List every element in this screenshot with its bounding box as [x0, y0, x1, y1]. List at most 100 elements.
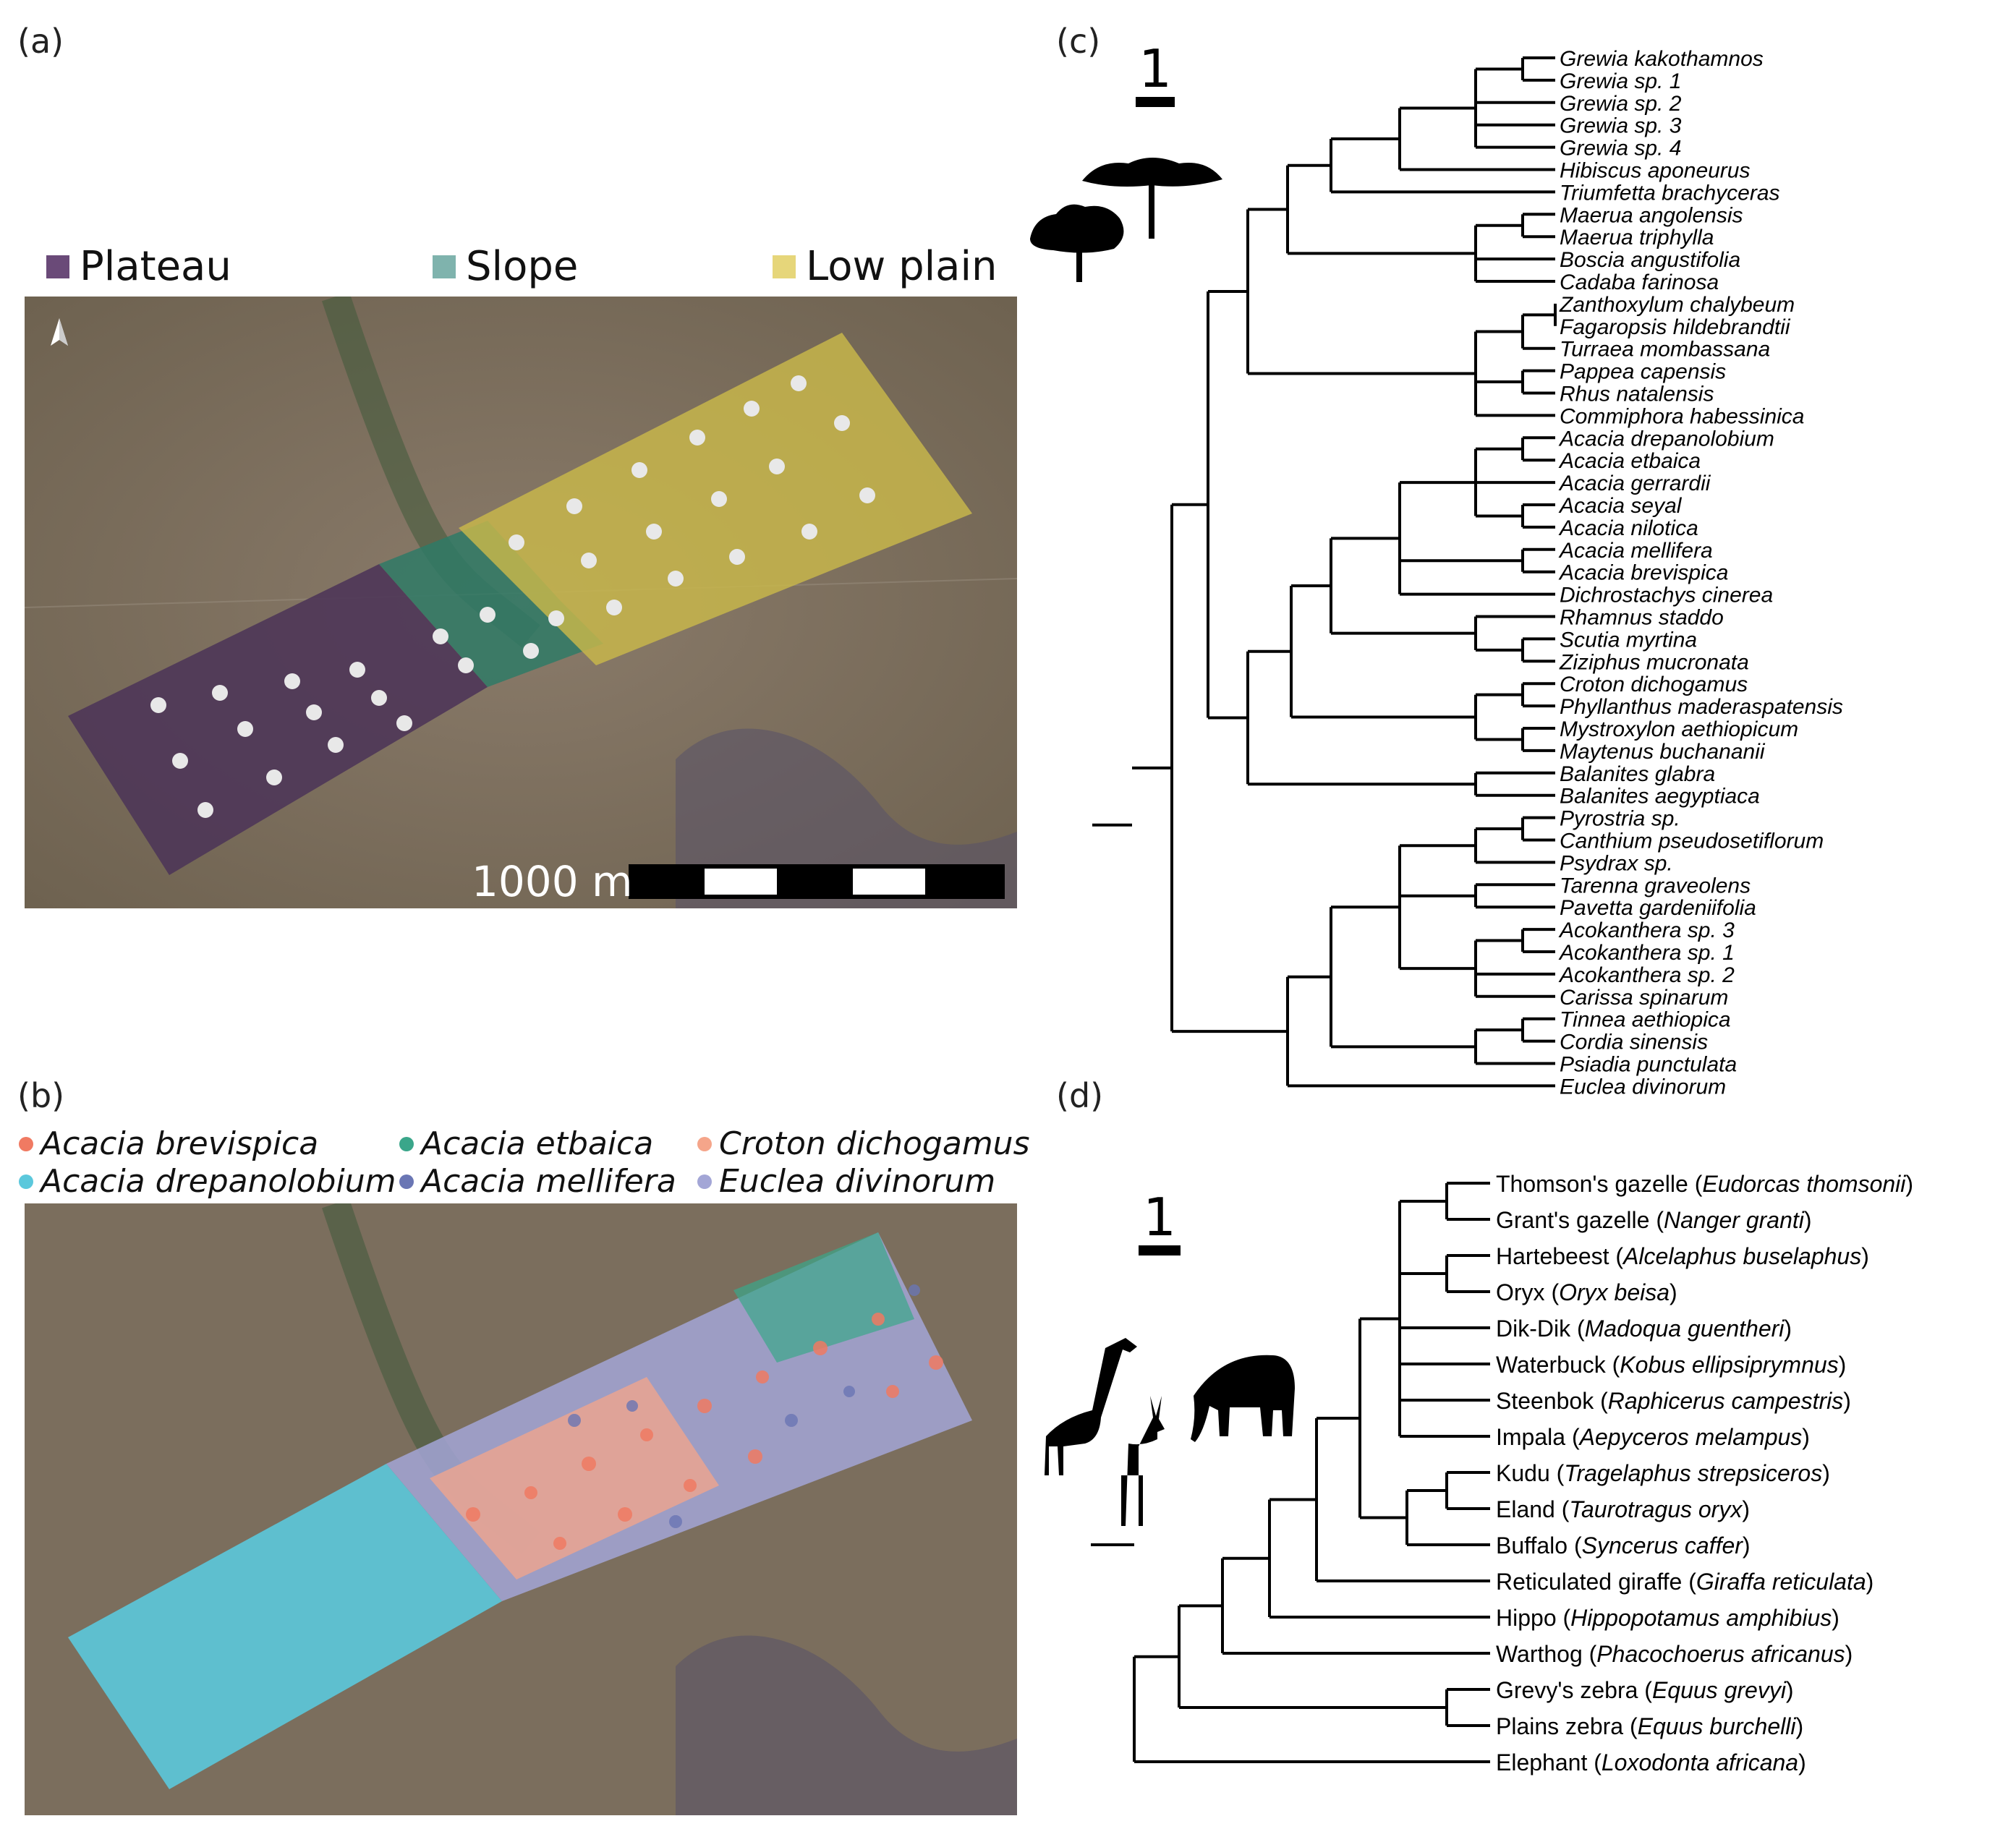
legend-swatch-plateau [46, 255, 69, 278]
tip-label: Elephant (Loxodonta africana) [1496, 1749, 1806, 1775]
tip-label: Tinnea aethiopica [1560, 1008, 1731, 1032]
legend-label-plateau: Plateau [80, 243, 231, 290]
tip-label: Acokanthera sp. 3 [1558, 918, 1735, 942]
tip-label: Acacia drepanolobium [1558, 427, 1774, 451]
impala-silhouette-icon [1121, 1396, 1165, 1526]
mellifera-speckle [568, 1284, 920, 1528]
tip-label: Grewia sp. 3 [1560, 114, 1682, 138]
croton-zone [430, 1377, 719, 1579]
legend-swatch-low-plain [773, 255, 796, 278]
legend-dot [399, 1174, 414, 1189]
scale-bar-label: 1000 m [472, 857, 633, 906]
tip-label: Acacia mellifera [1558, 539, 1713, 563]
tip-label: Reticulated giraffe (Giraffa reticulata) [1496, 1569, 1873, 1595]
tip-label: Warthog (Phacochoerus africanus) [1496, 1641, 1853, 1667]
panel-label-a: (a) [17, 22, 64, 61]
tree-d-branches [1091, 1182, 1490, 1763]
tip-label: Oryx (Oryx beisa) [1496, 1279, 1677, 1305]
tip-label: Fagaropsis hildebrandtii [1560, 315, 1791, 339]
escarpment [676, 728, 1017, 908]
tip-label: Triumfetta brachyceras [1560, 181, 1780, 205]
tip-label: Kudu (Tragelaphus strepsiceros) [1496, 1460, 1830, 1486]
tip-label: Tarenna graveolens [1560, 874, 1751, 898]
scale-bar [629, 864, 1005, 899]
legend-acacia-etbaica: Acacia etbaica [399, 1125, 653, 1162]
tip-label: Canthium pseudosetiflorum [1560, 830, 1824, 853]
tip-label: Grant's gazelle (Nanger granti) [1496, 1207, 1812, 1233]
tip-label: Maytenus buchananii [1560, 740, 1766, 764]
map-a-svg [25, 297, 1017, 908]
tip-label: Rhus natalensis [1560, 383, 1714, 406]
tip-label: Impala (Aepyceros melampus) [1496, 1424, 1810, 1450]
satellite-map-b [25, 1203, 1017, 1815]
tip-label: Pyrostria sp. [1560, 807, 1680, 831]
escarpment [676, 1635, 1017, 1815]
tip-label: Balanites aegyptiaca [1560, 785, 1760, 809]
tip-label: Plains zebra (Equus burchelli) [1496, 1713, 1803, 1739]
map-b-svg [25, 1203, 1017, 1815]
tip-label: Euclea divinorum [1560, 1075, 1726, 1099]
tip-label: Pappea capensis [1560, 360, 1726, 384]
tip-label: Commiphora habessinica [1560, 404, 1805, 428]
panel-label-b: (b) [17, 1076, 65, 1115]
bush-tree-silhouette-icon [1030, 204, 1124, 282]
tip-label: Hibiscus aponeurus [1560, 159, 1750, 183]
tip-label: Grewia sp. 4 [1560, 137, 1681, 161]
legend-acacia-drepanolobium: Acacia drepanolobium [19, 1163, 396, 1200]
legend-label: Acacia mellifera [421, 1163, 676, 1200]
tip-label: Dichrostachys cinerea [1560, 584, 1773, 607]
sample-points [150, 375, 875, 818]
tip-label: Maerua angolensis [1560, 203, 1743, 227]
tip-label: Dik-Dik (Madoqua guentheri) [1496, 1316, 1792, 1342]
legend-dot [19, 1136, 33, 1151]
brevispica-speckle [466, 1313, 943, 1550]
tip-label: Eland (Taurotragus oryx) [1496, 1496, 1750, 1522]
slope-zone [379, 521, 603, 687]
legend-dot [19, 1174, 33, 1189]
tip-label: Acacia etbaica [1558, 449, 1701, 473]
satellite-map-a: 1000 m [25, 297, 1017, 908]
legend-label: Acacia brevispica [41, 1125, 319, 1162]
legend-croton-dichogamus: Croton dichogamus [697, 1125, 1030, 1162]
scale-bar-c [1136, 97, 1175, 107]
tip-label: Hartebeest (Alcelaphus buselaphus) [1496, 1243, 1869, 1269]
tip-label: Cadaba farinosa [1560, 270, 1719, 294]
tip-label: Hippo (Hippopotamus amphibius) [1496, 1605, 1840, 1631]
tip-label: Grewia sp. 2 [1560, 92, 1682, 116]
scale-label-d: 1 [1143, 1187, 1176, 1248]
panel-label-d: (d) [1056, 1076, 1104, 1115]
tip-label: Steenbok (Raphicerus campestris) [1496, 1388, 1851, 1414]
tip-label: Maerua triphylla [1560, 226, 1714, 250]
tip-label: Acokanthera sp. 2 [1558, 963, 1735, 987]
plateau-zone [68, 564, 488, 875]
tip-label: Acacia brevispica [1558, 561, 1728, 585]
tip-label: Croton dichogamus [1560, 673, 1748, 696]
legend-label: Euclea divinorum [719, 1163, 996, 1200]
tip-label: Phyllanthus maderaspatensis [1560, 695, 1843, 719]
tip-label: Psydrax sp. [1560, 851, 1673, 875]
legend-label: Acacia drepanolobium [41, 1163, 396, 1200]
tree-c-branches [1092, 56, 1557, 1088]
scale-bar-d [1139, 1245, 1181, 1255]
tip-label: Balanites glabra [1560, 762, 1715, 786]
legend-acacia-mellifera: Acacia mellifera [399, 1163, 676, 1200]
legend-dot [697, 1136, 712, 1151]
legend-swatch-slope [433, 255, 456, 278]
tip-label: Grevy's zebra (Equus grevyi) [1496, 1677, 1794, 1703]
tip-label: Acokanthera sp. 1 [1558, 941, 1735, 965]
tip-label: Rhamnus staddo [1560, 606, 1724, 630]
legend-low-plain: Low plain [773, 243, 998, 290]
tip-label: Ziziphus mucronata [1559, 650, 1749, 674]
tip-label: Thomson's gazelle (Eudorcas thomsonii) [1496, 1171, 1913, 1197]
acacia-tree-silhouette-icon [1082, 158, 1222, 239]
tip-label: Acacia gerrardii [1558, 472, 1711, 495]
tree-d-tip-labels: Thomson's gazelle (Eudorcas thomsonii) Gr… [1496, 1171, 1913, 1775]
legend-dot [399, 1136, 414, 1151]
drepanolobium-zone [68, 1464, 502, 1789]
panel-label-c: (c) [1056, 22, 1101, 61]
legend-label: Croton dichogamus [719, 1125, 1030, 1162]
tip-label: Acacia nilotica [1558, 516, 1698, 540]
tip-label: Buffalo (Syncerus caffer) [1496, 1532, 1751, 1559]
tip-label: Psiadia punctulata [1560, 1053, 1737, 1077]
